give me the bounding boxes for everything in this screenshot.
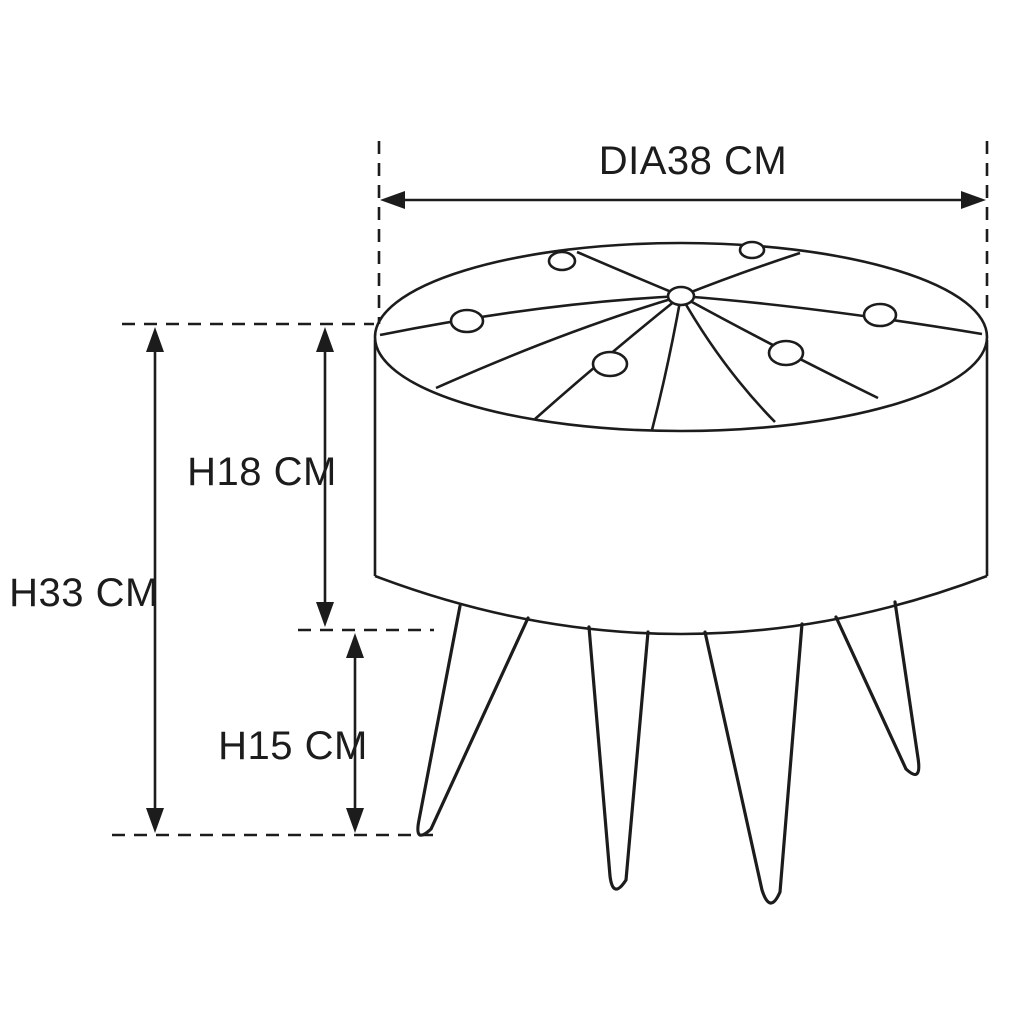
leg-front-right (834, 600, 921, 777)
arrowhead-down (146, 808, 164, 833)
cushion-top-outline (373, 241, 989, 433)
hairpin-legs (416, 600, 921, 905)
tuft-button (449, 308, 485, 334)
leg-front-left (416, 604, 530, 837)
tuft-seams (379, 250, 983, 431)
dimension-labels: DIA38 CM H33 CM H18 CM H15 CM (9, 139, 787, 768)
arrowhead-up (146, 327, 164, 352)
tuft-button (547, 250, 577, 272)
arrowhead-right (961, 191, 986, 209)
arrowhead-left (380, 191, 405, 209)
tuft-button (767, 339, 805, 367)
arrowhead-down (316, 602, 334, 627)
tuft-button (862, 302, 898, 328)
diameter-label: DIA38 CM (599, 139, 788, 183)
tuft-button (738, 240, 766, 260)
extension-lines (112, 141, 989, 837)
tuft-seam (435, 294, 682, 390)
dimension-annotations (112, 141, 989, 837)
tuft-buttons (449, 240, 898, 378)
arrowheads (146, 191, 986, 833)
body-bottom-curve (374, 574, 988, 636)
tuft-seam (679, 295, 776, 423)
body-height-label: H18 CM (187, 450, 337, 494)
tuft-seam (576, 250, 682, 298)
leg-back-right (703, 622, 804, 905)
tuft-seam (680, 251, 801, 298)
tuft-center-knot (666, 285, 696, 307)
leg-back-left (587, 625, 650, 891)
total-height-label: H33 CM (9, 571, 159, 615)
leg-height-label: H15 CM (218, 724, 368, 768)
tuft-button (591, 350, 629, 378)
tuft-seam (680, 294, 983, 336)
arrowhead-down (346, 808, 364, 833)
ottoman-drawing (373, 240, 989, 905)
tuft-seam (650, 295, 683, 431)
arrowhead-up (316, 327, 334, 352)
tuft-seam (379, 294, 682, 337)
arrowhead-up (346, 633, 364, 658)
